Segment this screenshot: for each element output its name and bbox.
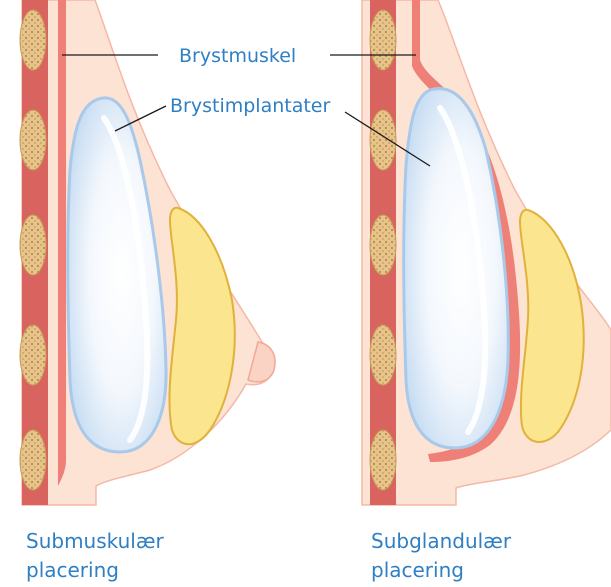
- left-pectoral-muscle: [58, 0, 66, 486]
- caption-subglandular: Subglandulær placering: [371, 527, 511, 585]
- caption-subglandular-line2: placering: [371, 556, 511, 585]
- implant-label: Brystimplantater: [170, 95, 330, 117]
- caption-submuscular-line1: Submuskulær: [26, 527, 164, 556]
- caption-subglandular-line1: Subglandulær: [371, 527, 511, 556]
- caption-submuscular-line2: placering: [26, 556, 164, 585]
- subglandular-illustration: [362, 0, 611, 505]
- caption-submuscular: Submuskulær placering: [26, 527, 164, 585]
- submuscular-illustration: [20, 0, 275, 505]
- muscle-label: Brystmuskel: [179, 45, 296, 67]
